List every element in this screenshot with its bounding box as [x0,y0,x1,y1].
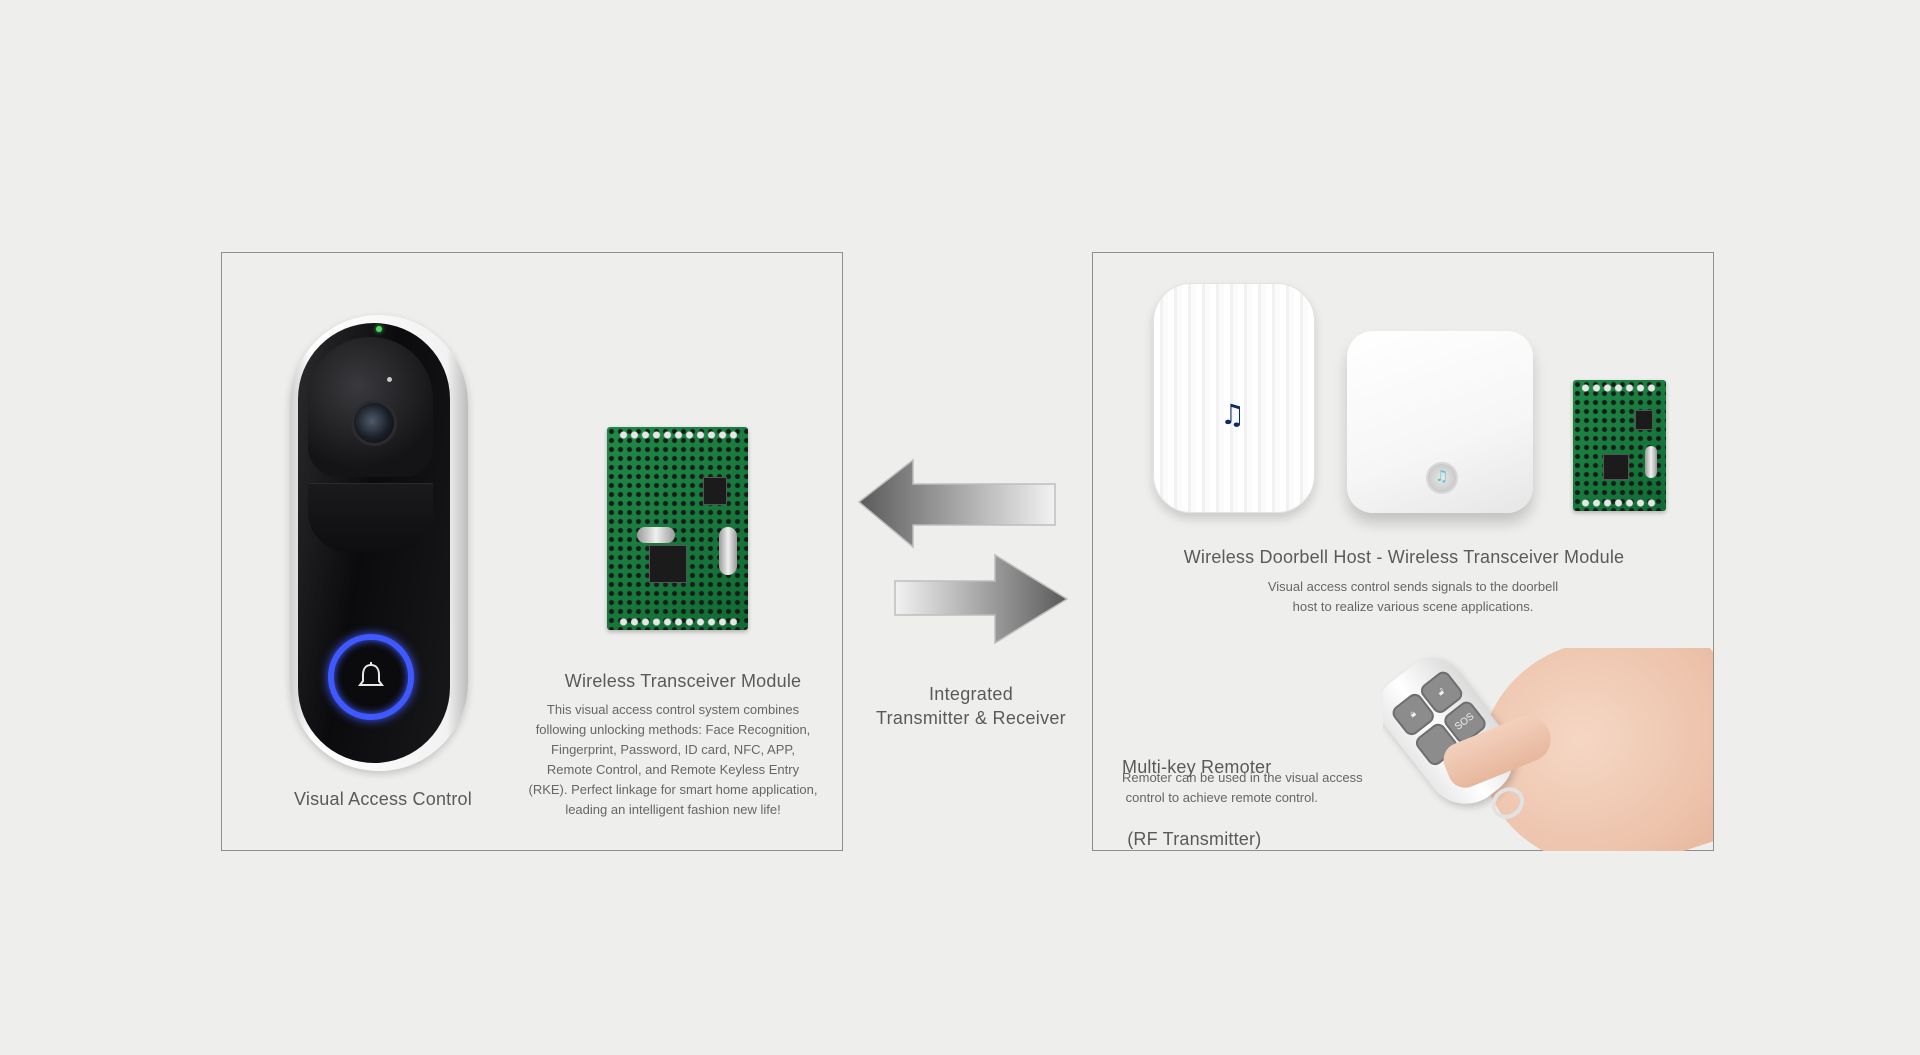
host-transceiver-module-board [1573,380,1666,511]
doorbell-button-ring [328,634,414,720]
bidirectional-arrows [857,458,1069,645]
visual-access-label: Visual Access Control [294,789,472,809]
left-arrow-icon [857,458,1056,549]
hand-holding-remote: 🔒︎ 🔓︎ SOS [1383,648,1713,851]
right-arrow-icon [894,553,1069,645]
pcb-chip [703,477,727,505]
description-line: host to realize various scene applicatio… [1292,599,1534,614]
pcb-crystal [1645,446,1657,478]
doorbell-mid-panel [308,483,433,552]
wireless-chime-device: ♫ [1153,283,1315,513]
module-label: Wireless Transceiver Module [564,671,802,691]
remoter-label: Multi-key Remoter (RF Transmitter) [1122,707,1271,899]
doorbell-receiver-device: ♫ [1347,331,1533,513]
music-note-icon: ♫ [1220,398,1246,431]
description-line: Remote Control, and Remote Keyless Entry [546,762,800,777]
remoter-description: Remoter can be used in the visual access… [1122,768,1412,808]
description-line: Visual access control sends signals to t… [1267,579,1559,594]
module-description: This visual access control system combin… [512,700,834,820]
description-line: (RKE). Perfect linkage for smart home ap… [528,782,818,797]
doorbell-host-description: Visual access control sends signals to t… [1223,577,1603,617]
light-sensor [387,377,392,382]
doorbell-face [298,323,450,763]
music-note-icon: ♫ [1435,467,1449,485]
pcb-chip [1635,410,1653,430]
label-line: (RF Transmitter) [1122,829,1262,849]
description-line: Remoter can be used in the visual access [1122,770,1363,785]
visual-access-panel: Visual Access Control Wireless Transceiv… [221,252,843,851]
doorbell-host-panel: ♫ ♫ Wireless Doorbell Host - Wireless Tr… [1092,252,1714,851]
description-line: Fingerprint, Password, ID card, NFC, APP… [551,742,795,757]
pcb-chip [649,545,687,583]
video-doorbell-device [290,315,468,771]
transceiver-module-board [607,427,748,630]
label-line: Multi-key Remoter [1122,757,1272,777]
label-line: Integrated [928,684,1014,704]
transmitter-receiver-label: Integrated Transmitter & Receiver [852,682,1090,730]
receiver-button: ♫ [1426,462,1458,494]
label-line: Transmitter & Receiver [876,708,1066,728]
pcb-crystal [637,527,675,543]
pcb-crystal [719,527,737,575]
description-line: leading an intelligent fashion new life! [565,802,781,817]
description-line: control to achieve remote control. [1122,790,1318,805]
camera-bezel [308,337,433,477]
description-line: following unlocking methods: Face Recogn… [535,722,811,737]
doorbell-host-label: Wireless Doorbell Host - Wireless Transc… [1183,547,1625,567]
description-line: This visual access control system combin… [546,702,800,717]
status-led [376,326,382,332]
camera-lens [351,400,397,446]
bell-icon [358,662,384,686]
pcb-chip [1603,454,1629,480]
